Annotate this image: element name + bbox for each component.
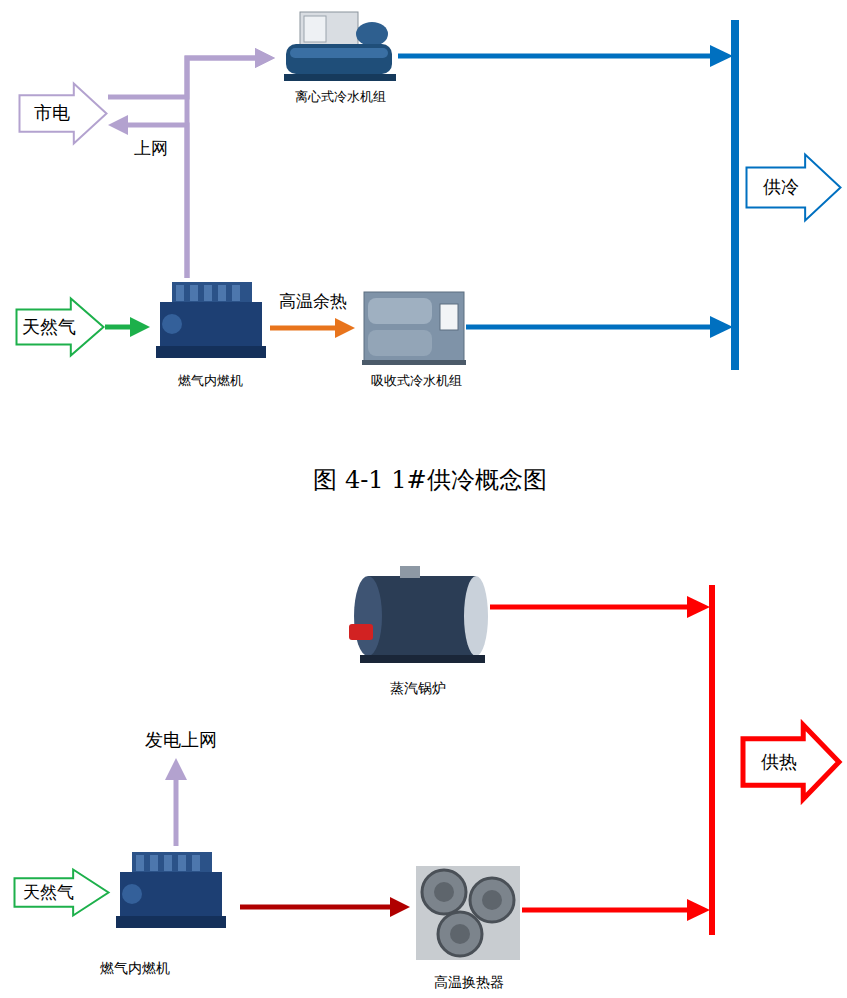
figure-caption: 图 4-1 1#供冷概念图 xyxy=(0,464,847,496)
heat-exchanger-picture xyxy=(416,866,520,960)
connector-line xyxy=(187,58,257,278)
arrow-text-area: 天然气 xyxy=(17,878,81,906)
arrow-text-area: 供热 xyxy=(747,739,811,785)
equipment-label: 燃气内燃机 xyxy=(85,960,185,978)
heat-supply-lines xyxy=(490,585,715,935)
arrow-text-area: 供冷 xyxy=(749,167,813,207)
arrow-outline-path xyxy=(15,870,109,916)
node-label: 天然气 xyxy=(23,881,74,904)
cooling-supply-lines xyxy=(398,20,739,370)
arrow-text-area: 市电 xyxy=(22,95,81,132)
arrow-outline-path xyxy=(743,725,839,799)
connector-line xyxy=(270,326,337,331)
arrow-outline-path xyxy=(747,155,841,221)
arrow-head xyxy=(390,897,410,917)
equipment-node: 吸收式冷水机组 xyxy=(355,288,477,392)
output-arrow: 供热 xyxy=(740,722,842,802)
equipment-node: 蒸汽锅炉 xyxy=(340,560,495,702)
steam-boiler-picture xyxy=(349,566,488,663)
arrow-head xyxy=(130,317,150,337)
flow-connector xyxy=(108,48,275,97)
equipment-node: 燃气内燃机 xyxy=(75,848,240,982)
equipment-node: 燃气内燃机 xyxy=(150,278,270,392)
equipment-label: 蒸汽锅炉 xyxy=(340,680,495,698)
edge-label: 高温余热 xyxy=(277,290,349,313)
arrow-head xyxy=(108,115,128,135)
arrow-outline-path xyxy=(17,299,104,356)
node-label: 天然气 xyxy=(22,315,76,339)
arrow-head xyxy=(255,48,275,68)
source-arrow: 市电 xyxy=(18,82,108,145)
grid-export-arrow xyxy=(165,758,187,846)
gas-engine-picture xyxy=(156,282,266,358)
connector-line xyxy=(126,125,187,278)
source-arrow: 天然气 xyxy=(13,868,110,917)
arrow-outline-path xyxy=(20,84,107,144)
gas-engine-picture xyxy=(116,852,226,928)
node-label: 供热 xyxy=(761,750,797,774)
equipment-node: 高温换热器 xyxy=(410,862,528,994)
edge-label: 上网 xyxy=(132,137,170,160)
arrow-head xyxy=(335,318,355,338)
connector-line xyxy=(108,58,257,97)
connector-line xyxy=(105,325,132,330)
flow-connector xyxy=(108,115,187,278)
flow-connector xyxy=(270,318,355,338)
centrifugal-chiller-picture xyxy=(284,12,396,81)
flow-connector xyxy=(187,48,275,278)
arrow-head xyxy=(255,48,275,68)
arrow-text-area: 天然气 xyxy=(19,310,78,345)
output-arrow: 供冷 xyxy=(745,153,842,222)
flow-connector xyxy=(105,317,150,337)
free-label: 发电上网 xyxy=(145,728,217,752)
absorption-chiller-picture xyxy=(362,292,466,365)
equipment-node: 离心式冷水机组 xyxy=(275,8,405,108)
equipment-label: 离心式冷水机组 xyxy=(275,88,405,106)
equipment-label: 高温换热器 xyxy=(410,974,528,992)
node-label: 供冷 xyxy=(763,175,799,199)
source-arrow: 天然气 xyxy=(15,297,105,357)
equipment-label: 吸收式冷水机组 xyxy=(355,372,477,390)
equipment-label: 燃气内燃机 xyxy=(150,372,270,390)
connector-line xyxy=(240,905,392,910)
node-label: 市电 xyxy=(34,101,70,125)
flow-connector xyxy=(240,897,410,917)
